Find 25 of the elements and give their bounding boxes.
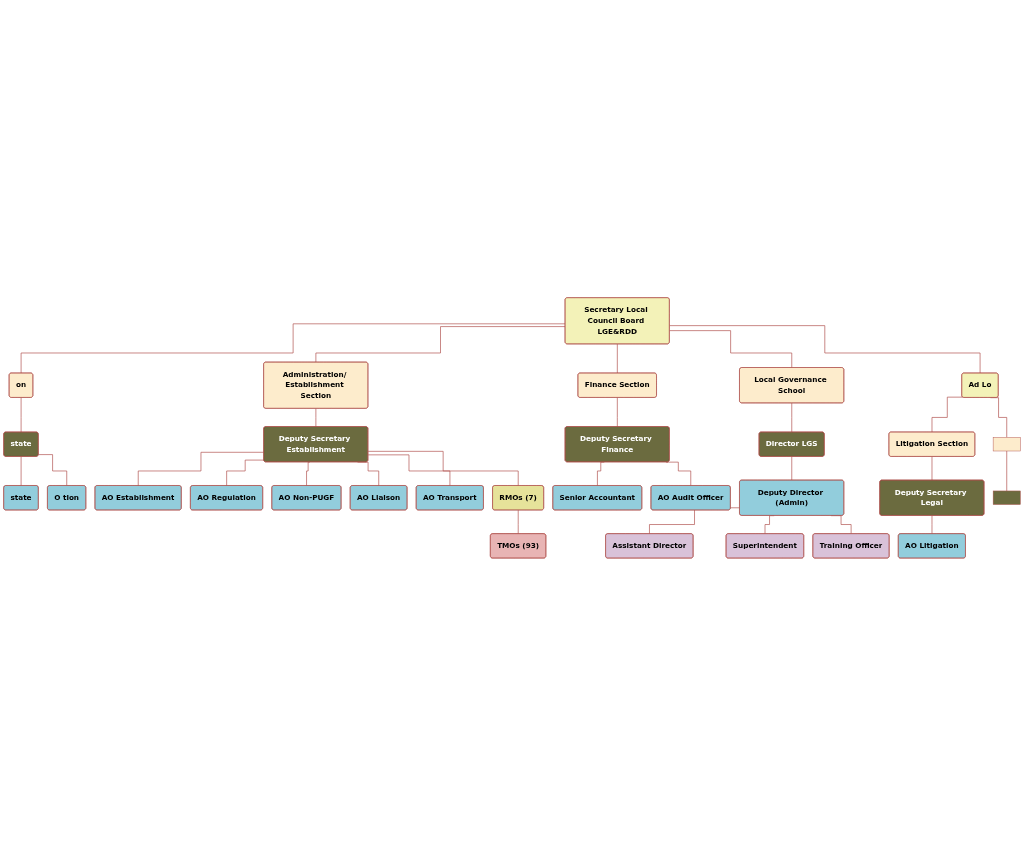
connector [137,452,265,487]
connector [669,330,793,369]
connector [315,326,566,363]
connector [649,507,741,535]
connector [306,461,311,487]
node-box [992,437,1021,452]
connector [617,343,618,374]
connector [20,323,566,374]
connector [1006,450,1008,492]
connector [367,451,519,487]
connector [38,454,68,487]
connector [617,397,618,428]
connector [315,408,317,428]
node-box [992,490,1021,505]
connector [931,396,964,433]
connector [931,515,933,535]
connector [791,402,793,433]
connector [20,456,22,487]
connector [226,459,265,487]
connector [791,456,793,481]
connector [20,397,22,433]
connector [931,456,933,481]
connector [517,510,519,535]
connector [669,325,981,374]
connector [367,454,451,487]
